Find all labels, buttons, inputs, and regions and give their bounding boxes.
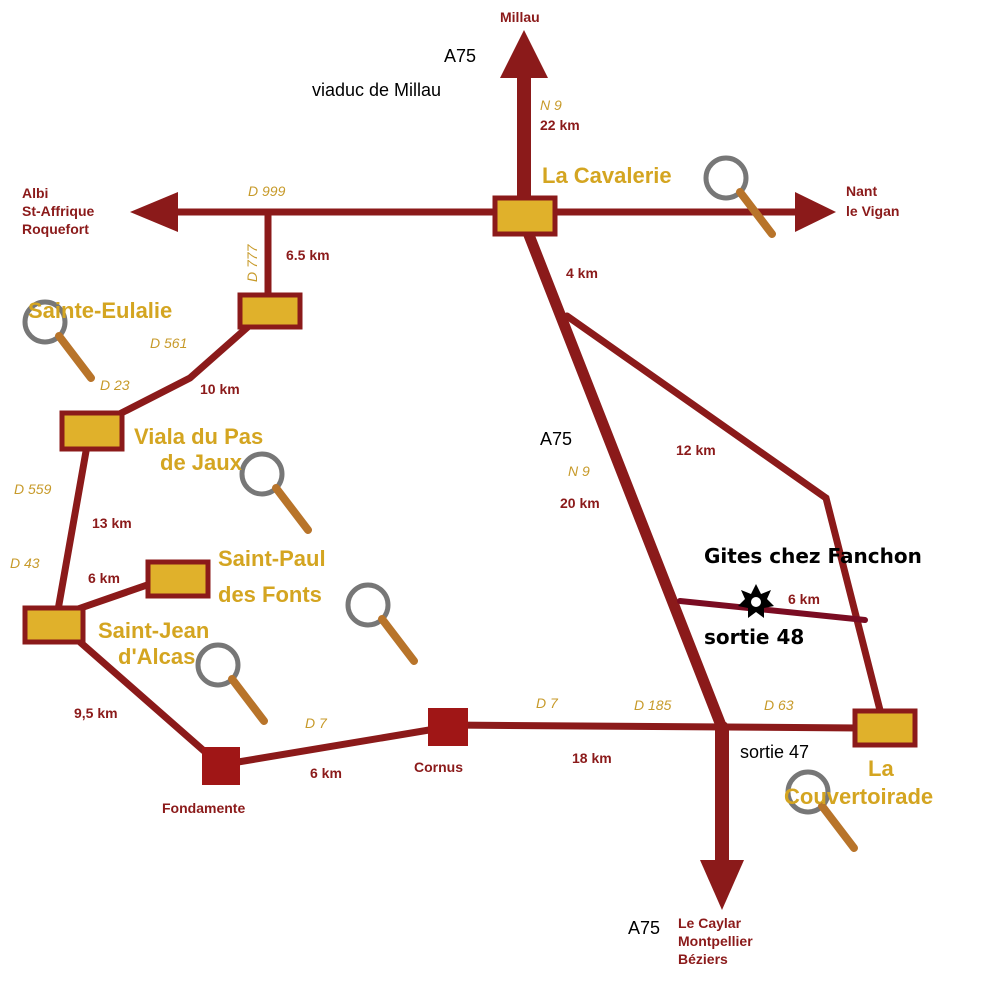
magnifier-icon[interactable]: [22, 299, 95, 382]
dest-south-a75: A75: [628, 918, 660, 938]
town-saint-jean-1[interactable]: Saint-Jean: [98, 618, 209, 643]
roads: [54, 63, 886, 872]
exit-48-label: sortie 48: [704, 625, 804, 649]
town-boxes: [22, 195, 918, 785]
town-sainte-eulalie[interactable]: Sainte-Eulalie: [28, 298, 172, 323]
sainte-eulalie-box[interactable]: [237, 292, 303, 330]
town-viala-1[interactable]: Viala du Pas: [134, 424, 263, 449]
couvertoirade-box[interactable]: [852, 708, 918, 748]
road-label-d7-west: D 7: [305, 715, 328, 731]
magnifier-icon[interactable]: [345, 582, 418, 665]
road-d7-west: [216, 723, 451, 769]
road-label-d999: D 999: [248, 183, 286, 199]
dist-d777: 6.5 km: [286, 247, 330, 263]
dest-albi: Albi: [22, 185, 48, 201]
dest-beziers: Béziers: [678, 951, 728, 967]
road-label-n9-north: N 9: [540, 97, 562, 113]
road-label-d23: D 23: [100, 377, 130, 393]
town-la-cavalerie[interactable]: La Cavalerie: [542, 163, 672, 188]
saint-paul-box[interactable]: [145, 559, 211, 599]
dist-paul-jean: 6 km: [88, 570, 120, 586]
dest-roquefort: Roquefort: [22, 221, 89, 237]
arrow-south: [700, 860, 744, 910]
gite-label[interactable]: Gites chez Fanchon: [704, 544, 922, 568]
dest-millau: Millau: [500, 9, 540, 25]
arrow-north: [500, 30, 548, 78]
dest-le-vigan: le Vigan: [846, 203, 899, 219]
dist-gite-link: 6 km: [788, 591, 820, 607]
road-saint-paul: [71, 580, 154, 614]
gite-marker-icon[interactable]: [738, 584, 774, 618]
dist-a75-mid: 20 km: [560, 495, 600, 511]
road-label-d63: D 63: [764, 697, 794, 713]
saint-jean-box[interactable]: [22, 605, 86, 645]
dest-le-caylar: Le Caylar: [678, 915, 742, 931]
arrow-west: [130, 192, 178, 232]
road-fondamente: [68, 631, 224, 769]
dest-st-affrique: St-Affrique: [22, 203, 95, 219]
dist-fondamente-cornus: 6 km: [310, 765, 342, 781]
road-label-d7-east: D 7: [536, 695, 559, 711]
road-d561-d23: [88, 321, 254, 432]
road-gite-link: [677, 598, 868, 623]
road-a75-main: [521, 224, 728, 734]
fondamente-box[interactable]: [202, 747, 240, 785]
dest-north-a75: A75: [444, 46, 476, 66]
road-label-d777: D 777: [244, 243, 260, 282]
magnifiers: [22, 155, 858, 852]
road-label-d43: D 43: [10, 555, 40, 571]
town-cornus: Cornus: [414, 759, 463, 775]
road-d7-d185-d63: [443, 721, 864, 732]
road-d559: [54, 436, 92, 614]
road-label-n9-mid: N 9: [568, 463, 590, 479]
dest-viaduc: viaduc de Millau: [312, 80, 441, 100]
dist-viala-eulalie: 10 km: [200, 381, 240, 397]
magnifier-icon[interactable]: [785, 769, 858, 852]
town-saint-paul-1[interactable]: Saint-Paul: [218, 546, 326, 571]
magnifier-icon[interactable]: [195, 642, 268, 725]
dest-nant: Nant: [846, 183, 877, 199]
magnifier-icon[interactable]: [239, 451, 312, 534]
town-couvertoirade-2[interactable]: Couvertoirade: [784, 784, 933, 809]
road-label-d185: D 185: [634, 697, 672, 713]
dist-cornus-a75: 18 km: [572, 750, 612, 766]
magnifier-icon[interactable]: [703, 155, 776, 238]
road-label-d559: D 559: [14, 481, 52, 497]
dist-north: 22 km: [540, 117, 580, 133]
dist-viala-jean: 13 km: [92, 515, 132, 531]
town-viala-2[interactable]: de Jaux: [160, 450, 243, 475]
dist-fork-couvertoirade: 12 km: [676, 442, 716, 458]
arrows: [130, 30, 836, 910]
exit-47-label: sortie 47: [740, 742, 809, 762]
road-label-a75-mid: A75: [540, 429, 572, 449]
dist-jean-fondamente: 9,5 km: [74, 705, 118, 721]
town-fondamente: Fondamente: [162, 800, 245, 816]
la-cavalerie-box[interactable]: [492, 195, 558, 237]
town-couvertoirade-1[interactable]: La: [868, 756, 894, 781]
dist-cavalerie-fork: 4 km: [566, 265, 598, 281]
viala-box[interactable]: [59, 410, 125, 452]
road-fork-couvertoirade: [563, 312, 886, 722]
town-saint-paul-2[interactable]: des Fonts: [218, 582, 322, 607]
cornus-box[interactable]: [428, 708, 468, 746]
dest-montpellier: Montpellier: [678, 933, 753, 949]
town-saint-jean-2[interactable]: d'Alcas: [118, 644, 195, 669]
road-label-d561: D 561: [150, 335, 187, 351]
arrow-east: [795, 192, 836, 232]
